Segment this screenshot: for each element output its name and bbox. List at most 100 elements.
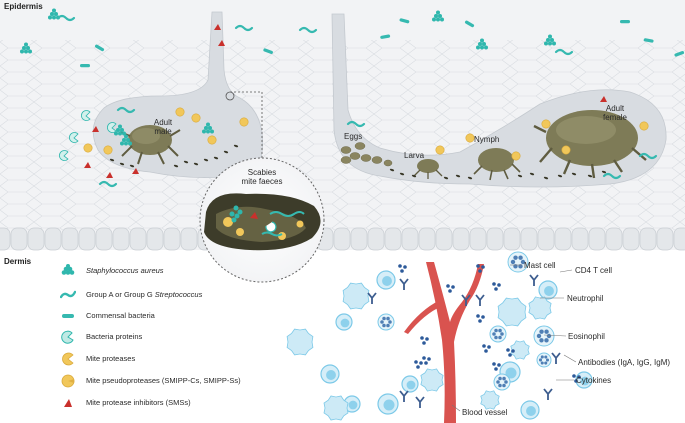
neutrophil-cell bbox=[286, 328, 314, 356]
staph-cluster bbox=[20, 42, 32, 54]
antibody bbox=[461, 294, 471, 306]
staph-cluster bbox=[544, 34, 556, 46]
inhibitor bbox=[214, 24, 221, 30]
legend-item: Commensal bacteria bbox=[60, 309, 310, 323]
adult-female-label: Adult female bbox=[602, 104, 627, 122]
cytokine-cluster bbox=[476, 314, 485, 323]
cytokine-cluster bbox=[492, 282, 501, 291]
cytokine-cluster bbox=[476, 264, 485, 273]
neutrophil-label: Neutrophil bbox=[567, 294, 604, 303]
strep-chain bbox=[234, 24, 254, 32]
granulocyte bbox=[493, 373, 511, 391]
strep-chain bbox=[554, 48, 574, 56]
epidermis-label: Epidermis bbox=[4, 2, 43, 11]
larva-label: Larva bbox=[404, 151, 425, 160]
cytokine-cluster bbox=[398, 264, 407, 273]
immune-cell bbox=[343, 395, 361, 413]
commensal-rod bbox=[464, 20, 475, 28]
legend-item: Staphylococcus aureus bbox=[60, 264, 310, 278]
cytokine-cluster bbox=[492, 362, 501, 371]
legend-label: Mite protease inhibitors (SMSs) bbox=[86, 398, 191, 407]
protease bbox=[511, 151, 521, 161]
protease bbox=[191, 113, 201, 123]
bacteria-protein-icon bbox=[61, 330, 74, 344]
staph-cluster bbox=[432, 10, 444, 22]
mite-eggs bbox=[340, 142, 393, 167]
protease bbox=[561, 145, 571, 155]
inhibitor bbox=[132, 168, 139, 174]
neutrophil-cell bbox=[497, 297, 527, 327]
staph-cluster bbox=[114, 124, 126, 136]
protease bbox=[83, 143, 93, 153]
antibody bbox=[399, 390, 409, 402]
cytokine-cluster bbox=[420, 336, 429, 345]
eosinophil-label: Eosinophil bbox=[568, 332, 605, 341]
legend-label: Mite pseudoproteases (SMIPP-Cs, SMIPP-Ss… bbox=[86, 376, 241, 385]
strep-chain bbox=[346, 120, 366, 128]
inhibitor bbox=[92, 126, 99, 132]
cytokine-cluster bbox=[482, 344, 491, 353]
nymph-label: Nymph bbox=[474, 135, 500, 144]
protease bbox=[239, 117, 249, 127]
staph-cluster bbox=[120, 134, 132, 146]
larva-mite bbox=[413, 159, 443, 179]
inhibitor bbox=[84, 162, 91, 168]
granulocyte bbox=[507, 251, 529, 273]
immune-cell bbox=[320, 364, 340, 384]
mite-protease-icon bbox=[62, 352, 74, 366]
streptococcus-icon bbox=[60, 290, 76, 299]
commensal-rod bbox=[620, 20, 630, 24]
legend-label: Staphylococcus aureus bbox=[86, 266, 164, 275]
legend-label: Bacteria proteins bbox=[86, 332, 143, 341]
pellet-contents bbox=[223, 205, 305, 240]
legend-label: Commensal bacteria bbox=[86, 311, 155, 320]
neutrophil-cell bbox=[480, 390, 500, 410]
cytokine-cluster bbox=[572, 374, 581, 383]
cytokine-cluster bbox=[414, 360, 423, 369]
strep-chain bbox=[298, 26, 318, 34]
granulocyte bbox=[536, 352, 552, 368]
inhibitor bbox=[106, 172, 113, 178]
legend-item: Bacteria proteins bbox=[60, 330, 310, 344]
granulocyte bbox=[489, 325, 507, 343]
inhibitor bbox=[218, 40, 225, 46]
strep-chain bbox=[602, 172, 622, 180]
cytokines-label: Cytokines bbox=[576, 376, 612, 385]
granulocyte bbox=[533, 325, 555, 347]
antibody bbox=[551, 352, 561, 364]
mite-pseudoprotease-icon bbox=[61, 374, 75, 388]
strep-chain bbox=[638, 152, 658, 160]
commensal-rod bbox=[643, 38, 654, 43]
cytokine-cluster bbox=[422, 356, 431, 365]
commensal-bacteria-icon bbox=[62, 314, 74, 318]
legend-label: Mite proteases bbox=[86, 354, 136, 363]
antibody bbox=[529, 274, 539, 286]
dermis-layer bbox=[0, 252, 685, 423]
immune-cell bbox=[377, 393, 399, 415]
legend-item: Mite proteases bbox=[60, 352, 310, 366]
blood-vessel-label: Blood vessel bbox=[462, 408, 508, 417]
protease bbox=[103, 145, 113, 155]
immune-cell bbox=[401, 375, 419, 393]
commensal-rod bbox=[380, 34, 391, 39]
antibody bbox=[399, 278, 409, 290]
adult-male-label: Adult male bbox=[153, 118, 173, 136]
scattered-microbes bbox=[20, 8, 685, 188]
bacteria-protein bbox=[69, 132, 79, 143]
staph-cluster bbox=[476, 38, 488, 50]
protease bbox=[175, 107, 185, 117]
legend-item: Mite pseudoproteases (SMIPP-Cs, SMIPP-Ss… bbox=[60, 374, 310, 388]
strep-chain bbox=[116, 106, 136, 114]
immune-cell bbox=[376, 270, 396, 290]
immune-cell bbox=[538, 280, 558, 300]
dermis-immune-cells bbox=[286, 251, 593, 421]
neutrophil-cell bbox=[420, 368, 444, 392]
protease bbox=[639, 121, 649, 131]
faeces-label: Scabies mite faeces bbox=[241, 168, 283, 186]
commensal-rod bbox=[263, 48, 273, 54]
protease bbox=[465, 133, 475, 143]
nymph-mite bbox=[473, 148, 521, 181]
legend-item: Group A or Group G Streptococcus bbox=[60, 288, 310, 302]
strep-chain bbox=[56, 14, 76, 22]
